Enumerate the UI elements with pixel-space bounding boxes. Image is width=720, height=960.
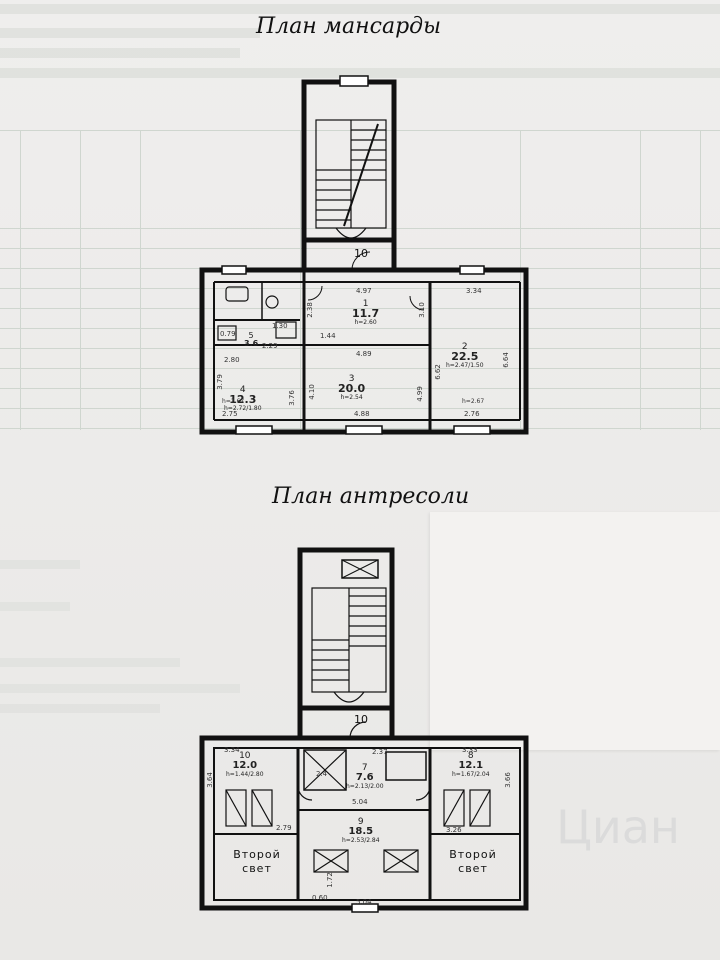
mezzanine-room-9: 9 18.5 h=2.53/2.84	[342, 817, 380, 845]
dim-label: 1.72	[325, 872, 334, 888]
attic-labels: 10 1 11.7 h=2.60 2 22.5 h=2.47/1.50 3 20…	[216, 247, 510, 418]
dim-label: 4.88	[354, 410, 370, 418]
ghost-text	[0, 684, 240, 693]
mezzanine-stair-number: 10	[354, 713, 368, 726]
ghost-header-line	[0, 48, 240, 58]
second-light-left-label: Второй свет	[233, 848, 281, 875]
ghost-text	[0, 704, 160, 713]
watermark: Циан	[556, 800, 680, 854]
second-light-right-label: Второй свет	[449, 848, 497, 875]
attic-room-2: 2 22.5 h=2.47/1.50	[446, 342, 484, 370]
dim-label: 3.26	[446, 826, 462, 834]
dim-label: 5.04	[352, 798, 368, 806]
mezzanine-room-7: 7 7.6 h=2.13/2.00	[346, 763, 384, 791]
dim-label: 2.75	[222, 410, 238, 418]
mezzanine-plan-title: План антресоли	[272, 484, 470, 509]
dim-label: 2.29	[262, 342, 278, 350]
dim-label: 4.89	[356, 350, 372, 358]
dim-label: 2.79	[276, 824, 292, 832]
dim-label: 2.76	[464, 410, 480, 418]
mezzanine-room-10: 10 12.0 h=1.44/2.80	[226, 751, 264, 779]
dim-label: 0.60	[312, 894, 328, 902]
ghost-header-line	[0, 4, 720, 14]
dim-label: 3.34	[466, 287, 482, 295]
dim-label: 2.4	[316, 770, 328, 778]
dim-label: 3.33	[462, 746, 478, 754]
ghost-text	[0, 658, 180, 667]
attic-room-1: 1 11.7 h=2.60	[352, 299, 380, 327]
attic-stair-number: 10	[354, 247, 368, 260]
dim-label: 2.80	[224, 356, 240, 364]
ghost-text	[0, 602, 70, 611]
attic-room-3: 3 20.0 h=2.54	[338, 374, 366, 402]
dim-label: 1.30	[272, 322, 288, 330]
dim-label: h=2.67	[462, 398, 485, 405]
dim-label: 5.04	[356, 898, 372, 906]
attic-room-4: 4 12.3 h=2.72/1.80	[224, 385, 262, 413]
dim-label: 2.37	[372, 748, 388, 756]
ghost-text	[0, 560, 80, 569]
attic-plan-title: План мансарды	[256, 14, 442, 39]
mezzanine-labels: 10 10 12.0 h=1.44/2.80 7 7.6 h=2.13/2.00…	[0, 480, 720, 960]
dim-label: 1.44	[320, 332, 336, 340]
mezzanine-room-8: 8 12.1 h=1.67/2.04	[452, 751, 490, 779]
ghost-header-line	[0, 68, 720, 78]
dim-label: 3.66	[503, 772, 512, 788]
attic-room-5: 5 3.6	[244, 331, 259, 348]
dim-label: 3.34	[224, 746, 240, 754]
dim-label: 0.79	[220, 330, 236, 338]
dim-label: h=2.67	[222, 398, 245, 405]
ghost-header-line	[0, 28, 260, 38]
dim-label: 3.64	[205, 772, 214, 788]
dim-label: 4.97	[356, 287, 372, 295]
overlapping-paper	[430, 512, 720, 750]
